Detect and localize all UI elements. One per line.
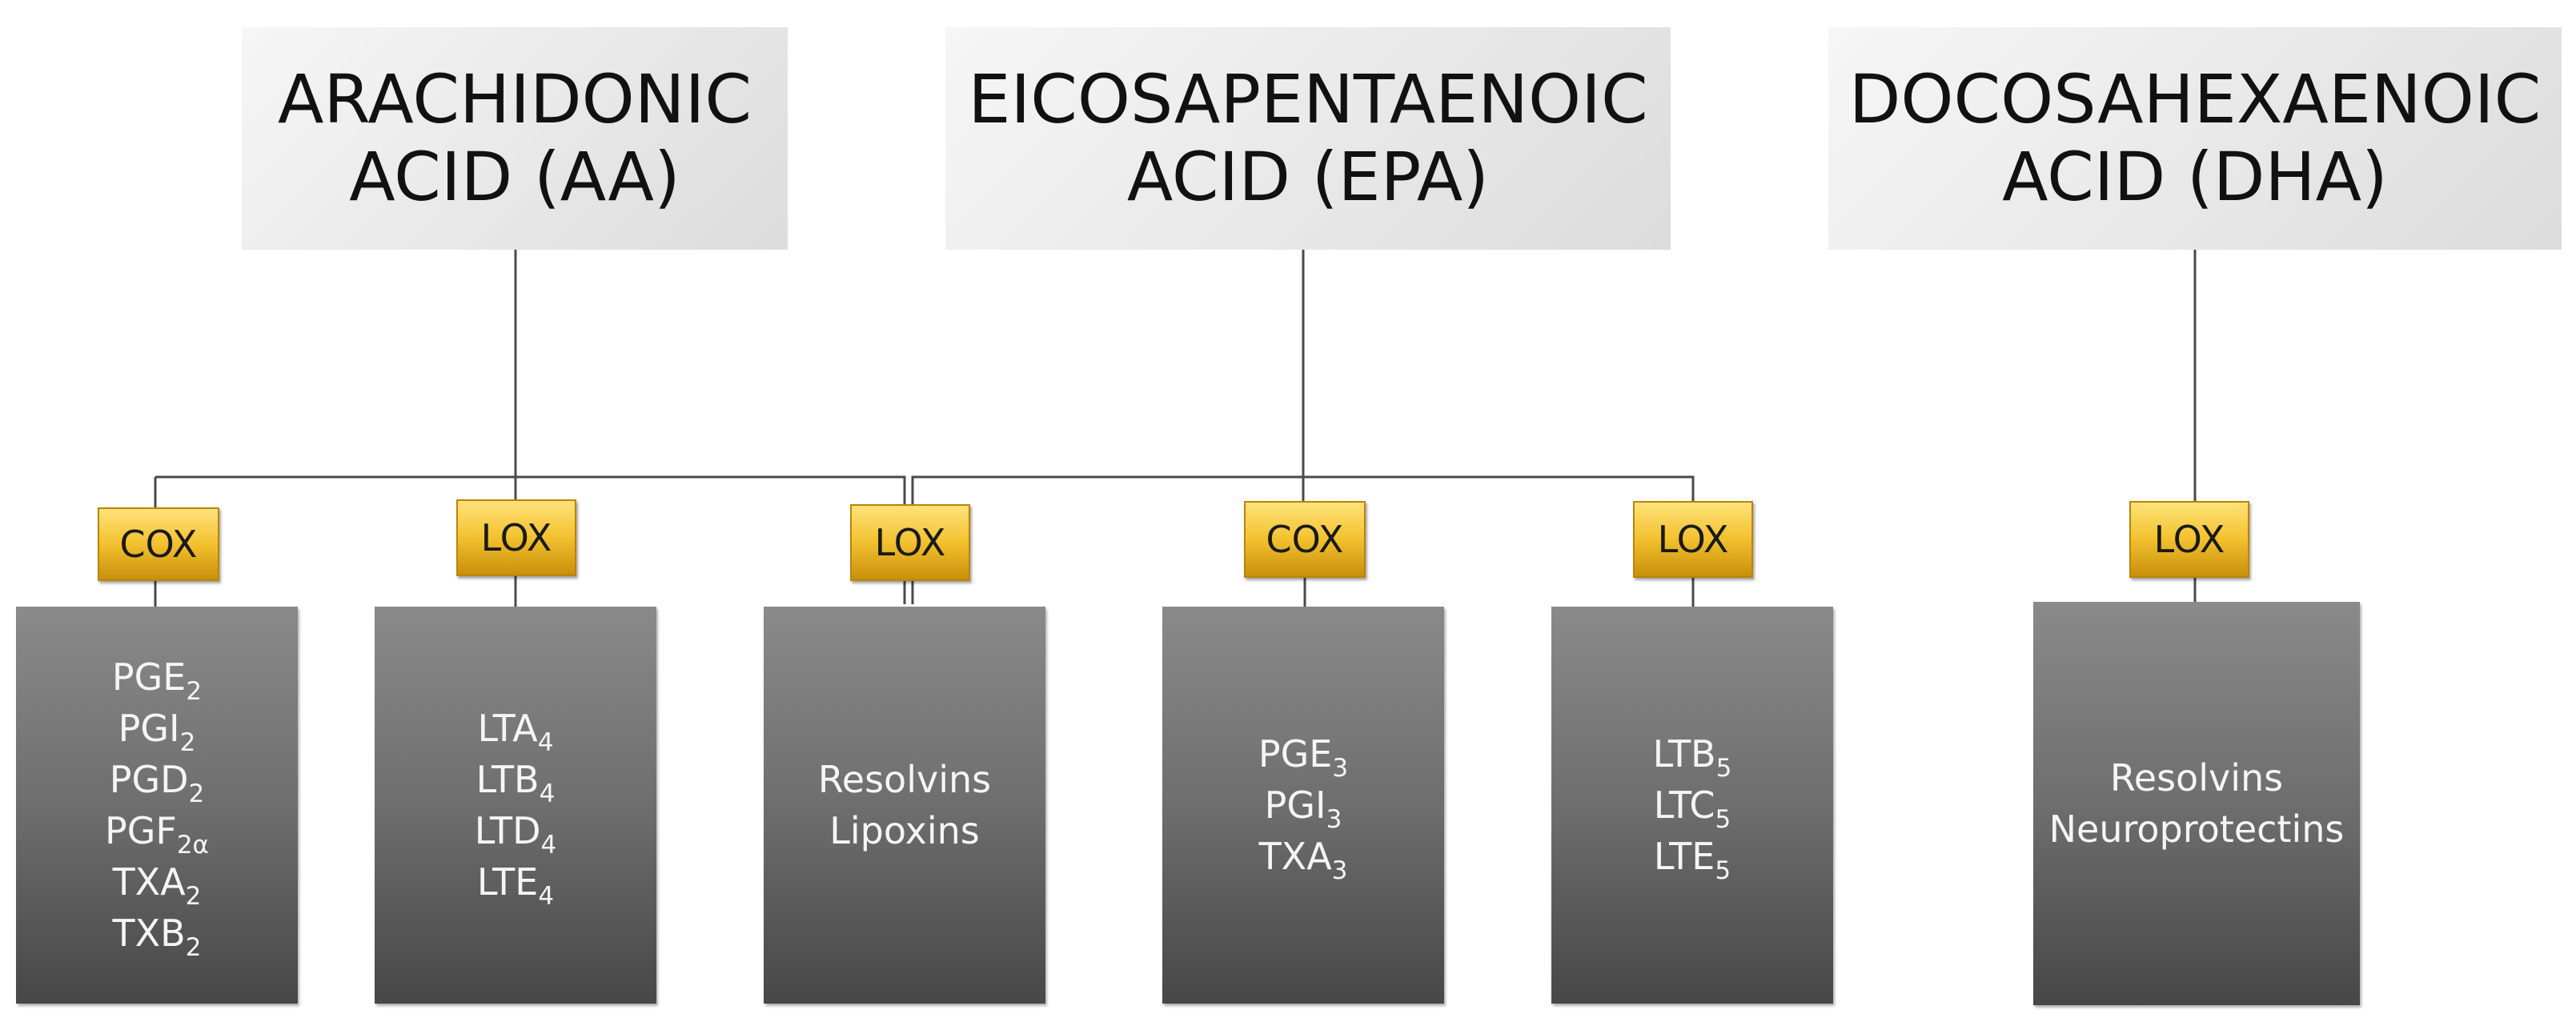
source-title-line-1: DOCOSAHEXAENOIC bbox=[1848, 59, 2542, 138]
product-item: LTB5 bbox=[1652, 732, 1732, 783]
source-title-line-2: ACID (AA) bbox=[349, 138, 680, 216]
product-box-aa-cox: PGE2 PGI2 PGD2 PGF2α TXA2 TXB2 bbox=[16, 607, 298, 1004]
product-item: LTB4 bbox=[475, 758, 556, 808]
product-item: PGE3 bbox=[1258, 732, 1349, 783]
product-item: LTC5 bbox=[1653, 784, 1731, 834]
product-item: PGI3 bbox=[1264, 784, 1342, 834]
product-item: PGE2 bbox=[111, 655, 203, 706]
product-item: Neuroprotectins bbox=[2048, 808, 2345, 851]
product-item: TXA3 bbox=[1258, 835, 1348, 885]
product-box-aa-epa-lox: Resolvins Lipoxins bbox=[764, 607, 1045, 1004]
source-title-line-1: ARACHIDONIC bbox=[277, 59, 752, 138]
enzyme-label-lox-epa: LOX bbox=[1633, 501, 1753, 578]
product-box-epa-cox: PGE3 PGI3 TXA3 bbox=[1162, 607, 1444, 1004]
source-title-line-1: EICOSAPENTAENOIC bbox=[968, 59, 1648, 138]
product-item: PGD2 bbox=[109, 758, 205, 808]
source-box-arachidonic-acid: ARACHIDONIC ACID (AA) bbox=[242, 27, 788, 250]
product-box-epa-lox: LTB5 LTC5 LTE5 bbox=[1551, 607, 1833, 1004]
product-item: PGI2 bbox=[118, 707, 196, 757]
product-item: Lipoxins bbox=[829, 809, 980, 852]
source-box-docosahexaenoic-acid: DOCOSAHEXAENOIC ACID (DHA) bbox=[1828, 27, 2562, 250]
product-item: PGF2α bbox=[104, 809, 209, 860]
product-item: Resolvins bbox=[817, 758, 992, 801]
product-item: LTE4 bbox=[476, 860, 555, 911]
product-item: LTD4 bbox=[474, 809, 557, 860]
source-title-line-2: ACID (EPA) bbox=[1126, 138, 1490, 216]
product-box-aa-lox: LTA4 LTB4 LTD4 LTE4 bbox=[375, 607, 656, 1004]
enzyme-label-lox-aa-epa: LOX bbox=[850, 504, 970, 581]
product-item: TXB2 bbox=[112, 912, 202, 962]
enzyme-label-cox-aa: COX bbox=[98, 507, 219, 581]
product-item: Resolvins bbox=[2109, 756, 2284, 800]
enzyme-label-lox-dha: LOX bbox=[2129, 501, 2249, 578]
source-box-eicosapentaenoic-acid: EICOSAPENTAENOIC ACID (EPA) bbox=[945, 27, 1671, 250]
enzyme-label-lox-aa: LOX bbox=[456, 499, 576, 576]
source-title-line-2: ACID (DHA) bbox=[2002, 138, 2388, 216]
product-item: TXA2 bbox=[112, 860, 202, 911]
product-item: LTE5 bbox=[1653, 835, 1731, 885]
enzyme-label-cox-epa: COX bbox=[1244, 501, 1366, 578]
product-item: LTA4 bbox=[477, 707, 554, 757]
product-box-dha-lox: Resolvins Neuroprotectins bbox=[2033, 602, 2360, 1005]
